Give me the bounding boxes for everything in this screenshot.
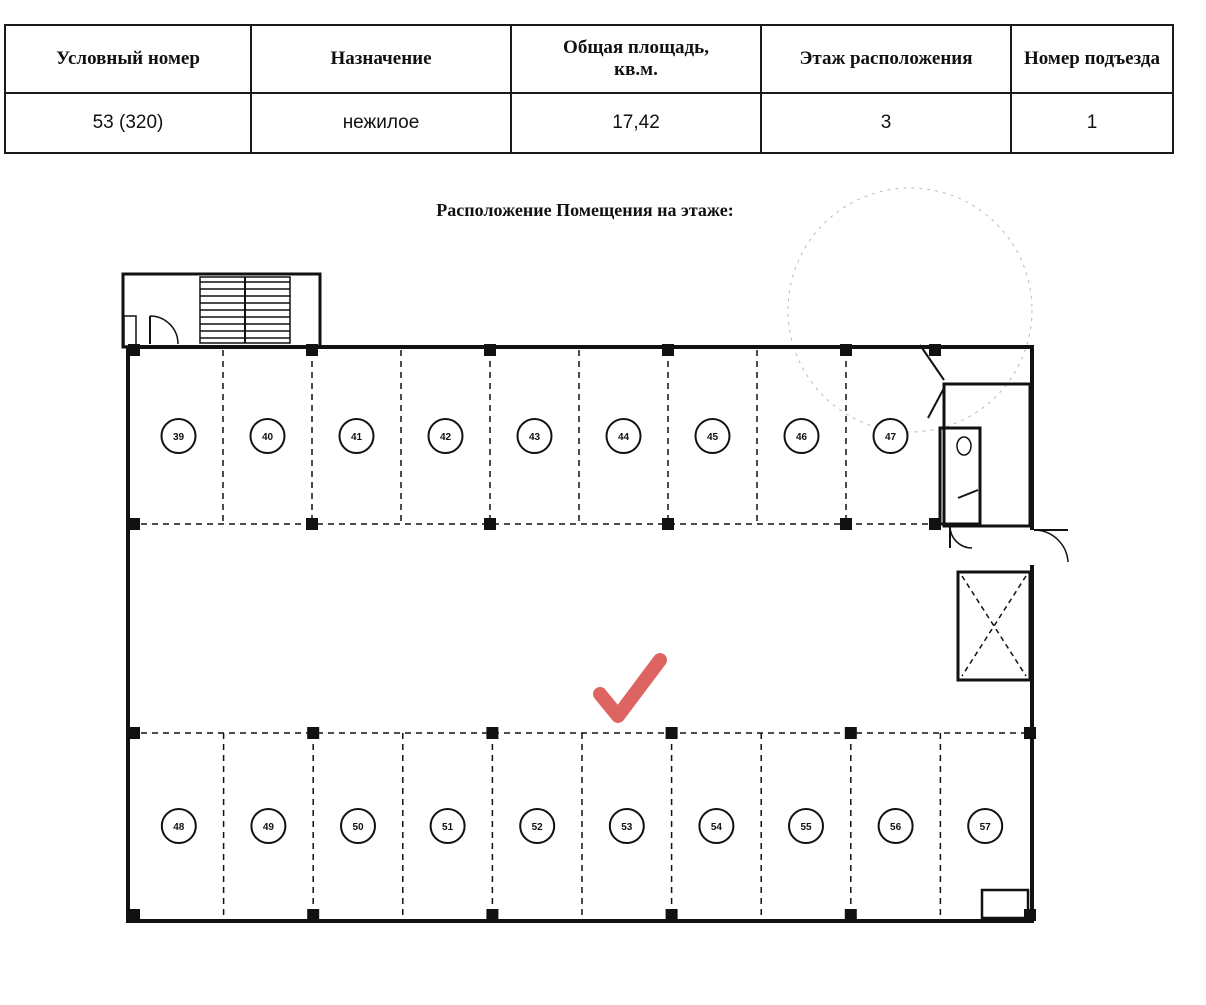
column-pillar bbox=[844, 727, 857, 739]
parking-spot-number: 40 bbox=[262, 432, 274, 443]
toilet-icon bbox=[956, 436, 972, 456]
parking-spot-56[interactable]: 56 bbox=[877, 808, 914, 844]
column-pillar bbox=[128, 344, 140, 356]
column-pillar bbox=[662, 344, 674, 356]
stair-door-swing bbox=[149, 315, 179, 345]
parking-spot-46[interactable]: 46 bbox=[783, 418, 820, 454]
parking-spot-number: 51 bbox=[442, 822, 454, 833]
column-pillar bbox=[307, 909, 320, 921]
parking-spot-55[interactable]: 55 bbox=[788, 808, 824, 844]
parking-spot-number: 44 bbox=[618, 432, 630, 443]
premises-info-table: Условный номер Назначение Общая площадь,… bbox=[4, 24, 1174, 154]
parking-spot-57[interactable]: 57 bbox=[967, 808, 1004, 844]
column-pillar bbox=[128, 518, 140, 530]
parking-spot-number: 41 bbox=[351, 432, 363, 443]
column-pillar bbox=[840, 344, 852, 356]
cell-total-area: 17,42 bbox=[510, 92, 762, 154]
parking-spot-number: 48 bbox=[173, 822, 185, 833]
column-pillar bbox=[665, 909, 678, 921]
parking-spot-number: 43 bbox=[529, 432, 541, 443]
parking-spot-number: 56 bbox=[890, 822, 902, 833]
plan-title: Расположение Помещения на этаже: bbox=[436, 200, 734, 220]
parking-spot-51[interactable]: 51 bbox=[429, 808, 466, 844]
parking-spot-39[interactable]: 39 bbox=[160, 418, 197, 454]
elevator-shaft bbox=[956, 570, 1032, 682]
column-pillar bbox=[929, 518, 941, 530]
exit-door-swing bbox=[1033, 529, 1069, 563]
parking-spot-number: 47 bbox=[885, 432, 897, 443]
utility-block bbox=[919, 344, 1069, 563]
table-row: 53 (320) нежилое 17,42 3 1 bbox=[4, 92, 1174, 154]
parking-spot-45[interactable]: 45 bbox=[694, 418, 731, 454]
header-conditional-number: Условный номер bbox=[4, 24, 252, 94]
table-header-row: Условный номер Назначение Общая площадь,… bbox=[4, 24, 1174, 94]
parking-spot-54[interactable]: 54 bbox=[698, 808, 735, 844]
outer-walls bbox=[126, 345, 1034, 923]
bottom-right-cabinet bbox=[980, 888, 1030, 920]
column-pillar bbox=[844, 909, 857, 921]
parking-spot-number: 46 bbox=[796, 432, 808, 443]
column-pillar bbox=[306, 518, 318, 530]
parking-spot-number: 53 bbox=[621, 822, 633, 833]
staircase bbox=[121, 272, 322, 349]
top-parking-row: 39 40 41 42 43 44 45 46 47 bbox=[128, 344, 941, 530]
cell-floor: 3 bbox=[760, 92, 1012, 154]
header-total-area-label: Общая площадь, кв.м. bbox=[563, 37, 709, 80]
header-total-area: Общая площадь, кв.м. bbox=[510, 24, 762, 94]
selected-spot-check-icon bbox=[593, 653, 667, 723]
parking-spot-47[interactable]: 47 bbox=[872, 418, 909, 454]
parking-spot-number: 54 bbox=[711, 822, 723, 833]
parking-spot-number: 55 bbox=[800, 822, 812, 833]
parking-spot-number: 42 bbox=[440, 432, 452, 443]
parking-spot-44[interactable]: 44 bbox=[605, 418, 642, 454]
column-pillar bbox=[307, 727, 320, 739]
parking-spot-48[interactable]: 48 bbox=[160, 808, 197, 844]
column-pillar bbox=[840, 518, 852, 530]
column-pillar bbox=[128, 727, 140, 739]
header-floor: Этаж расположения bbox=[760, 24, 1012, 94]
parking-spot-41[interactable]: 41 bbox=[338, 418, 375, 454]
column-pillar bbox=[662, 518, 674, 530]
bottom-parking-row: 48 49 50 51 52 53 54 55 56 57 bbox=[128, 727, 1036, 921]
parking-spot-52[interactable]: 52 bbox=[519, 808, 556, 844]
parking-spot-43[interactable]: 43 bbox=[516, 418, 553, 454]
parking-spot-number: 52 bbox=[532, 822, 544, 833]
parking-spot-number: 39 bbox=[173, 432, 185, 443]
column-pillar bbox=[128, 909, 140, 921]
column-pillar bbox=[486, 909, 499, 921]
column-pillar bbox=[306, 344, 318, 356]
parking-spot-number: 50 bbox=[352, 822, 364, 833]
column-pillar bbox=[665, 727, 678, 739]
column-pillar bbox=[484, 344, 496, 356]
header-entrance: Номер подъезда bbox=[1010, 24, 1174, 94]
parking-spot-50[interactable]: 50 bbox=[340, 808, 376, 844]
parking-spot-49[interactable]: 49 bbox=[250, 808, 287, 844]
parking-spot-number: 45 bbox=[707, 432, 719, 443]
parking-spot-number: 57 bbox=[980, 822, 992, 833]
column-pillar bbox=[484, 518, 496, 530]
parking-spot-42[interactable]: 42 bbox=[427, 418, 464, 454]
column-pillar bbox=[929, 344, 941, 356]
parking-spot-40[interactable]: 40 bbox=[249, 418, 286, 454]
parking-spot-53[interactable]: 53 bbox=[608, 808, 645, 844]
cell-entrance: 1 bbox=[1010, 92, 1174, 154]
cell-purpose: нежилое bbox=[250, 92, 512, 154]
column-pillar bbox=[1024, 909, 1036, 921]
cell-conditional-number: 53 (320) bbox=[4, 92, 252, 154]
stamp-outline bbox=[787, 187, 1033, 433]
header-purpose: Назначение bbox=[250, 24, 512, 94]
column-pillar bbox=[1024, 727, 1036, 739]
parking-spot-number: 49 bbox=[263, 822, 275, 833]
column-pillar bbox=[486, 727, 499, 739]
